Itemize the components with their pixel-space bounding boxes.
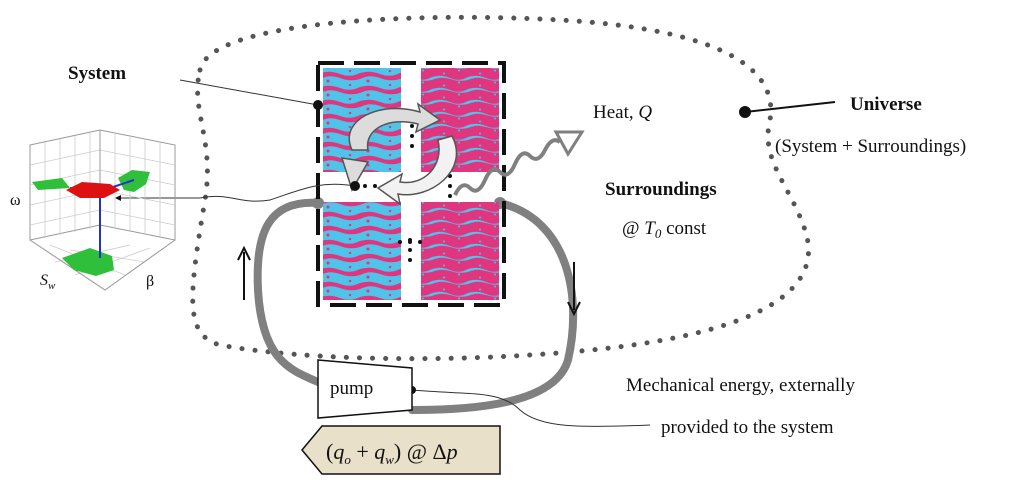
down-arrow-icon [567, 262, 581, 317]
plot-leader-dot [350, 181, 360, 191]
heat-label: Heat, Q [593, 102, 652, 123]
phase-plot-3d: ω Sw β [10, 129, 176, 292]
system-boundary [316, 61, 506, 307]
surroundings-label: Surroundings [605, 179, 717, 200]
plot-leader-line [115, 183, 356, 202]
pump-body [317, 359, 413, 419]
mechanical-energy-line2: provided to the system [661, 417, 834, 438]
pore-block-bottom-left [323, 202, 401, 300]
red-state-cluster [66, 182, 120, 198]
heat-arrow-head-icon [553, 130, 585, 157]
universe-subtitle: (System + Surroundings) [775, 136, 966, 157]
continuation-dots [363, 124, 452, 262]
flow-pipe-return [408, 199, 578, 414]
universe-leader-line [744, 101, 836, 113]
pore-block-bottom-right [421, 202, 499, 300]
plot-axis-sw: Sw [40, 272, 56, 292]
plot-axis-omega: ω [10, 192, 21, 209]
system-label: System [68, 63, 126, 84]
system-leader-dot [313, 100, 323, 110]
universe-boundary [190, 14, 812, 362]
cycle-arrows-icon [340, 102, 458, 206]
heat-flow-arrow [453, 138, 562, 196]
universe-label: Universe [850, 94, 922, 115]
up-arrow-icon [237, 245, 251, 300]
system-leader-line [179, 79, 319, 106]
flow-rate-arrow [301, 425, 501, 475]
green-surface-floor [62, 248, 114, 276]
pump-leader-line [411, 389, 651, 427]
universe-leader-dot [739, 106, 751, 118]
pump-label: pump [330, 378, 373, 399]
plot-axis-beta: β [146, 273, 154, 290]
flow-rate-label: (qo + qw) @ Δp [326, 439, 458, 467]
plot-box-floor [29, 239, 176, 291]
green-surface-left [32, 178, 70, 190]
temperature-label: @ T0 const [622, 218, 707, 241]
flow-pipe [253, 198, 322, 386]
mechanical-energy-line1: Mechanical energy, externally [626, 375, 855, 396]
pipe-inlet-node [312, 197, 324, 209]
